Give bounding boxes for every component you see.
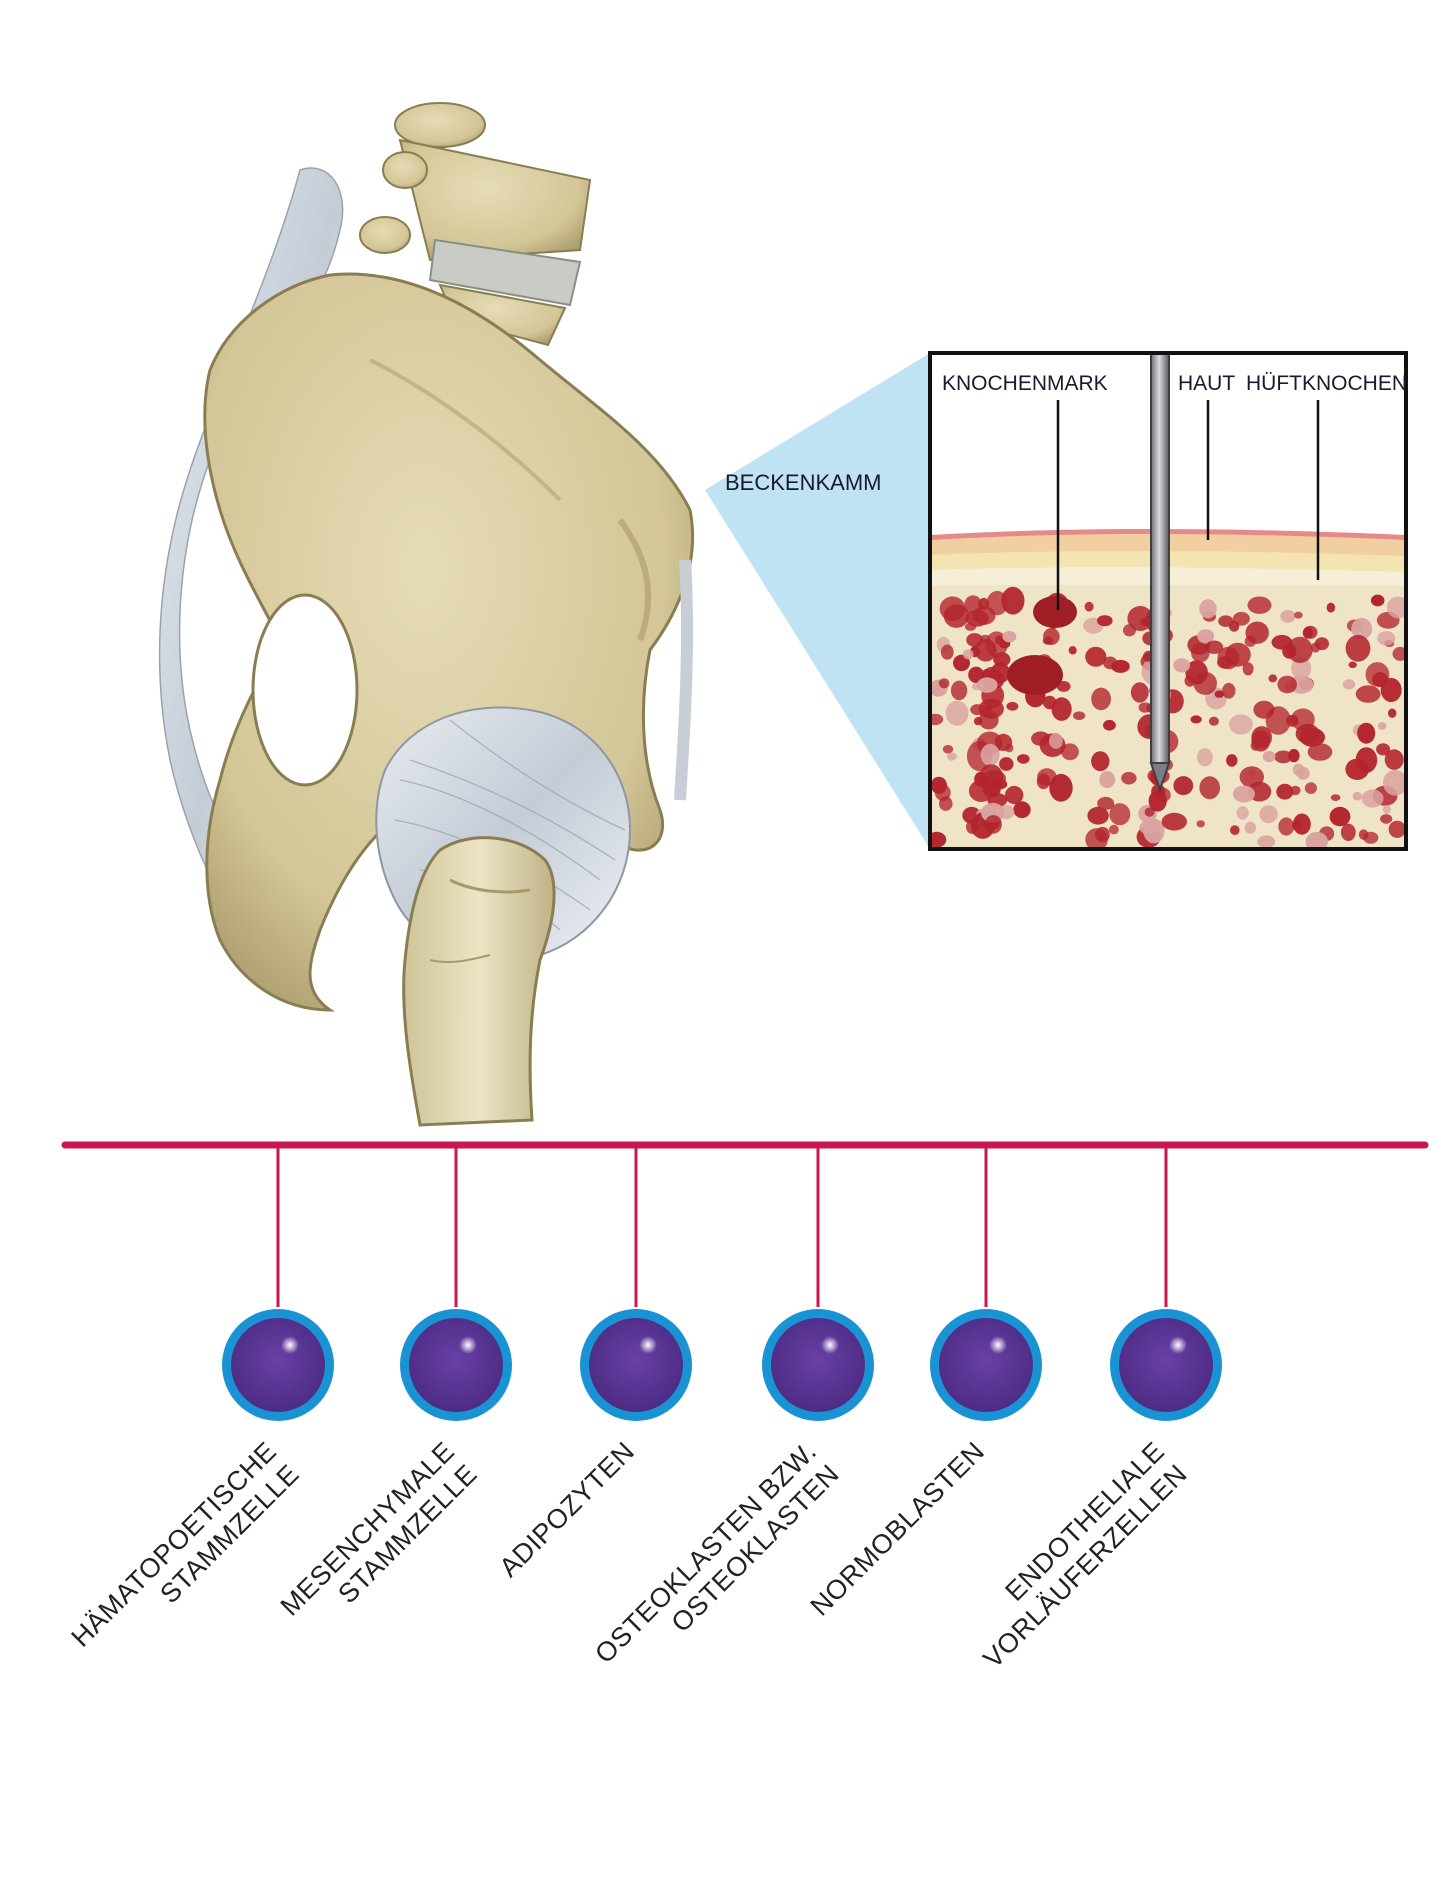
pelvis-illustration	[158, 102, 695, 1127]
biopsy-needle	[1150, 353, 1170, 764]
obturator-foramen	[251, 593, 359, 787]
cell-label: HÄMATOPOETISCHESTAMMZELLE	[65, 1436, 304, 1675]
cell-body	[1119, 1318, 1213, 1412]
cell-highlight	[821, 1336, 839, 1354]
label-knochenmark: KNOCHENMARK	[942, 372, 1108, 395]
label-haut: HAUT	[1178, 372, 1235, 395]
cell-label-line1: ADIPOZYTEN	[493, 1436, 640, 1583]
bone-marrow-inset: KNOCHENMARK HAUT HÜFTKNOCHEN	[928, 351, 1408, 851]
cell-label: ADIPOZYTEN	[493, 1436, 640, 1583]
cell-body	[939, 1318, 1033, 1412]
cell-timeline: HÄMATOPOETISCHESTAMMZELLEMESENCHYMALESTA…	[61, 1141, 1429, 1692]
label-hueftknochen: HÜFTKNOCHEN	[1246, 372, 1407, 395]
label-beckenkamm: BECKENKAMM	[725, 470, 881, 495]
cell-label-line1: HÄMATOPOETISCHE	[65, 1436, 282, 1653]
cell-body	[409, 1318, 503, 1412]
cell-type-3: ADIPOZYTEN	[493, 1145, 692, 1583]
cell-label: ENDOTHELIALEVORLÄUFERZELLEN	[955, 1436, 1193, 1674]
cell-label-line2: VORLÄUFERZELLEN	[978, 1459, 1193, 1674]
cell-highlight	[639, 1336, 657, 1354]
inguinal-ligament	[674, 559, 694, 801]
cell-body	[231, 1318, 325, 1412]
cell-types: HÄMATOPOETISCHESTAMMZELLEMESENCHYMALESTA…	[65, 1145, 1222, 1692]
cell-label: OSTEOKLASTEN BZW.OSTEOKLASTEN	[589, 1436, 845, 1692]
marrow-spots	[930, 586, 1406, 849]
cell-label-line1: NORMOBLASTEN	[805, 1436, 991, 1622]
cell-label: NORMOBLASTEN	[805, 1436, 991, 1622]
cell-highlight	[1169, 1336, 1187, 1354]
cell-body	[771, 1318, 865, 1412]
cell-highlight	[281, 1336, 299, 1354]
callout-wedge	[705, 353, 930, 849]
cell-highlight	[989, 1336, 1007, 1354]
lumbar-vertebra	[359, 102, 592, 347]
cell-highlight	[459, 1336, 477, 1354]
cell-body	[589, 1318, 683, 1412]
femur	[402, 836, 556, 1127]
cell-label: MESENCHYMALESTAMMZELLE	[275, 1436, 483, 1644]
